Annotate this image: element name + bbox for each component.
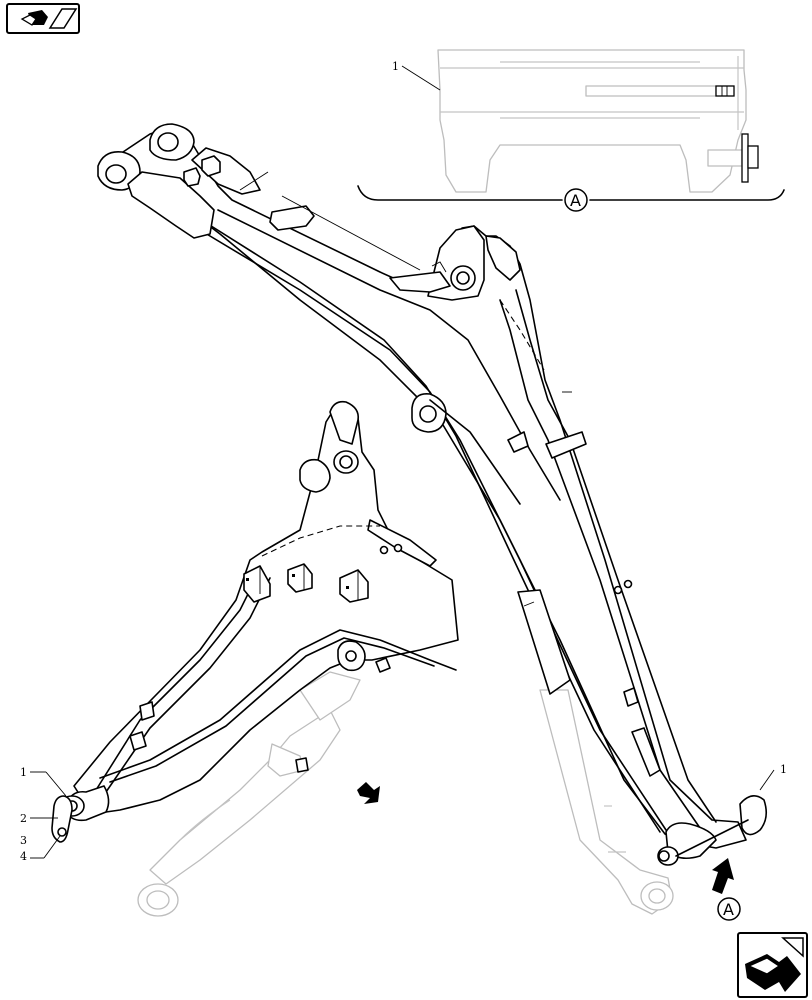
left-boom: 1 2 3 4 (20, 400, 459, 917)
detail-view-label: A (570, 191, 581, 210)
view-arrow-a: A (712, 858, 741, 921)
next-page-button[interactable] (737, 932, 808, 998)
right-boom: 1 (97, 123, 787, 915)
right-callout-1: 1 (780, 763, 787, 776)
view-direction-arrow-icon (357, 782, 380, 804)
forward-arrow-icon (745, 937, 804, 992)
left-callout-1: 1 (20, 766, 27, 779)
previous-page-button[interactable] (6, 3, 80, 34)
detail-callout-1: 1 (392, 60, 399, 73)
detail-view-a: 1 A (357, 49, 785, 212)
left-callout-4: 4 (20, 850, 27, 863)
back-arrow-icon (20, 8, 78, 29)
left-callout-3: 3 (20, 834, 27, 847)
view-arrow-label: A (723, 900, 734, 919)
left-callout-2: 2 (20, 812, 27, 825)
